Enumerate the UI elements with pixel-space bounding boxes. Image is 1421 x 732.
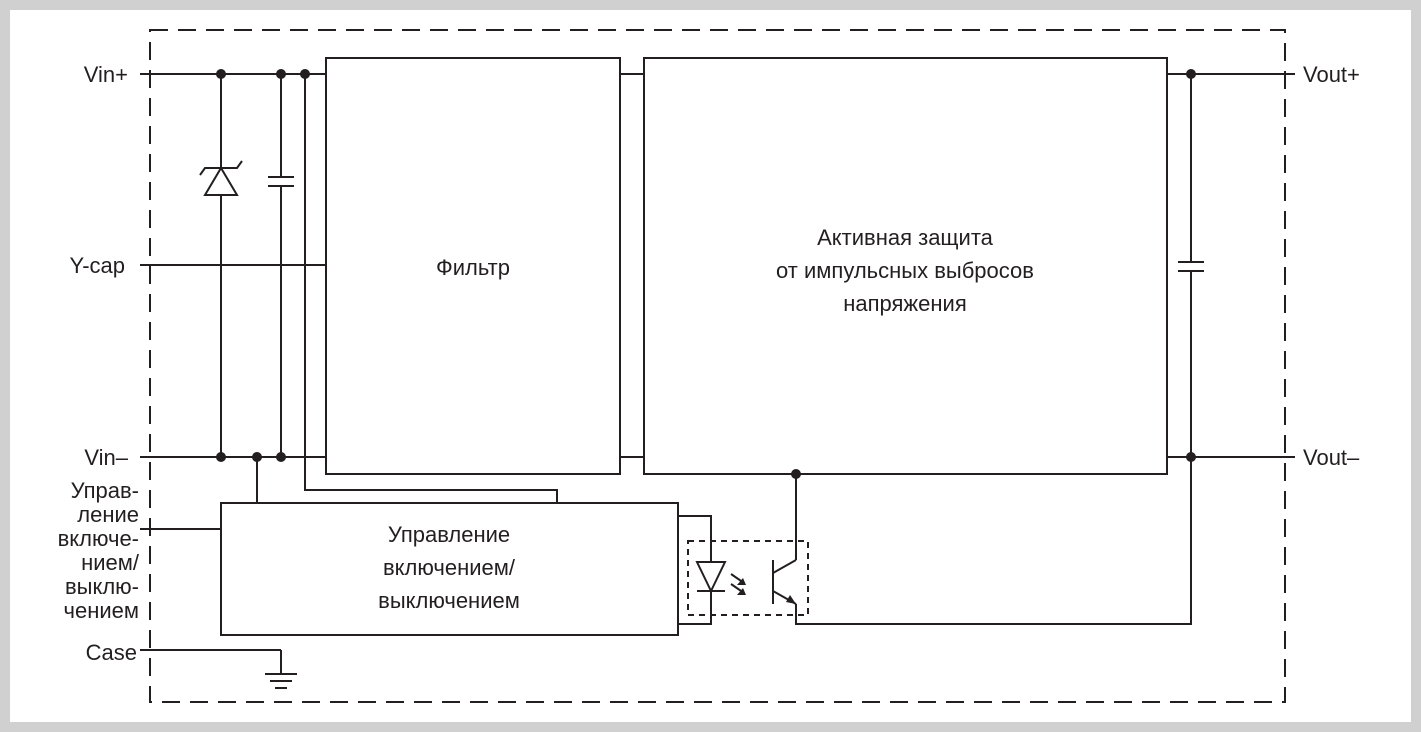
- junction-dots: [216, 69, 1196, 479]
- ycap-label: Y-cap: [70, 253, 125, 278]
- case-label: Case: [86, 640, 137, 665]
- control-label: Управление включением/ выключением: [378, 522, 520, 613]
- input-capacitor-icon: [268, 176, 294, 187]
- control-block: [220, 502, 679, 636]
- case-ground-icon: [265, 650, 297, 689]
- filter-block: [325, 57, 621, 475]
- svg-text:от импульсных выбросов: от импульсных выбросов: [776, 258, 1034, 283]
- onoff-label: Управ- ление включе- нием/ выклю- чением: [58, 478, 140, 623]
- protection-label: Активная защита от импульсных выбросов н…: [776, 225, 1034, 316]
- vout-plus-label: Vout+: [1303, 62, 1360, 87]
- led-icon: [695, 561, 746, 595]
- filter-protection-links: [620, 73, 644, 458]
- filter-label: Фильтр: [436, 255, 510, 280]
- svg-text:ление: ление: [77, 502, 139, 527]
- output-capacitor-icon: [1178, 261, 1204, 272]
- svg-text:напряжения: напряжения: [843, 291, 967, 316]
- tvs-diode-icon: [199, 160, 243, 196]
- svg-text:выключением: выключением: [378, 588, 520, 613]
- protection-block: [643, 57, 1168, 475]
- svg-text:включением/: включением/: [383, 555, 516, 580]
- svg-text:Активная защита: Активная защита: [817, 225, 994, 250]
- svg-text:Управление: Управление: [388, 522, 510, 547]
- control-supply-wire: [304, 74, 558, 503]
- phototransistor-icon: [772, 559, 797, 605]
- optocoupler-outline: [687, 540, 809, 616]
- vout-minus-label: Vout–: [1303, 445, 1360, 470]
- svg-text:чением: чением: [64, 598, 140, 623]
- led-drive-wires: [678, 515, 712, 625]
- feedback-return-wire: [795, 457, 1192, 625]
- svg-text:включе-: включе-: [58, 526, 139, 551]
- vin-minus-label: Vin–: [84, 445, 128, 470]
- svg-text:Управ-: Управ-: [71, 478, 139, 503]
- vin-plus-label: Vin+: [84, 62, 128, 87]
- input-rails: [140, 73, 326, 651]
- module-outline: [149, 29, 1286, 703]
- svg-text:нием/: нием/: [81, 550, 140, 575]
- svg-text:выклю-: выклю-: [65, 574, 139, 599]
